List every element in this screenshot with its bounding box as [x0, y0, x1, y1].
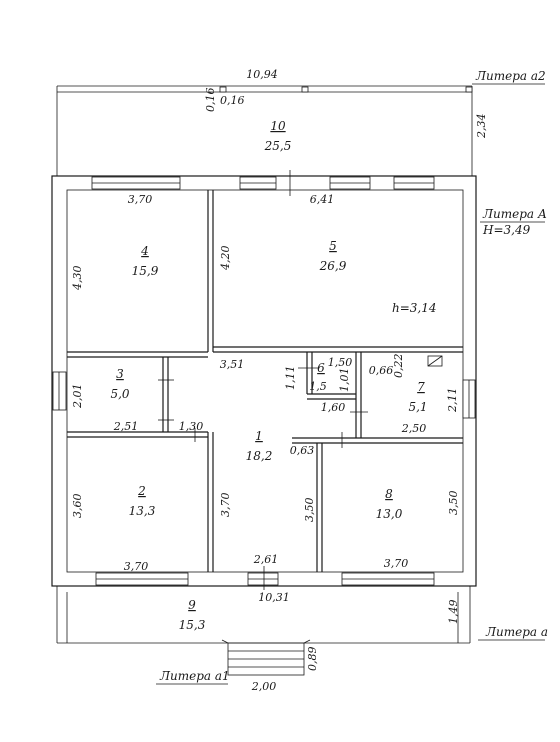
room-1-area: 18,2: [246, 449, 273, 463]
dim-room7-height: 2,11: [446, 388, 459, 414]
dim-room3-width: 2,51: [113, 420, 139, 433]
room-4-area: 15,9: [132, 264, 159, 278]
outer-wall: [51, 175, 477, 587]
dim-steps-width: 2,00: [251, 680, 277, 693]
room-10-number: 10: [270, 119, 286, 133]
dim-016-vertical: 0,16: [204, 88, 217, 113]
room-5-area: 26,9: [319, 259, 347, 273]
room-1-number: 1: [255, 429, 263, 443]
room-9-number: 9: [188, 598, 196, 612]
room-8-area: 13,0: [376, 507, 403, 521]
room-2-number: 2: [137, 484, 146, 498]
dim-160: 1,60: [321, 401, 346, 414]
dim-016-horizontal: 0,16: [220, 94, 245, 107]
side-windows: [52, 371, 476, 419]
room-8-number: 8: [385, 487, 393, 501]
room-3-number: 3: [116, 367, 124, 381]
dim-top-total: 10,94: [246, 68, 278, 81]
room-7-area: 5,1: [408, 400, 427, 414]
dim-room2-height: 3,60: [71, 494, 84, 519]
dim-111: 1,11: [284, 366, 297, 391]
dim-101: 1,01: [338, 368, 351, 393]
dim-terrace-height: 1,49: [447, 600, 460, 625]
litera-a: Литера а: [485, 625, 548, 639]
dim-room3-height: 2,01: [71, 384, 84, 410]
bottom-windows: [95, 572, 435, 586]
room-10-area: 25,5: [264, 139, 292, 153]
room-6-number: 6: [317, 361, 325, 375]
litera-A-height: H=3,49: [482, 223, 531, 237]
dim-steps-depth: 0,89: [306, 647, 319, 672]
room-5-number: 5: [329, 239, 337, 253]
dim-room8-width: 3,70: [384, 557, 409, 570]
room-3-area: 5,0: [110, 387, 129, 401]
dim-066: 0,66: [369, 364, 394, 377]
dim-room5-height: 4,20: [219, 246, 232, 272]
litera-a2: Литера а2: [475, 69, 546, 83]
dim-063: 0,63: [290, 444, 315, 457]
litera-captions: Литера а2 Литера А H=3,49 Литера а Литер…: [156, 69, 548, 685]
dim-022: 0,22: [392, 354, 405, 379]
dim-150-top: 1,50: [328, 356, 353, 369]
interior-walls: [67, 170, 463, 590]
steps-a1: [221, 639, 311, 676]
dimensions: 10,94 0,16 0,16 2,34 3,70 6,41 4,30 4,20…: [71, 68, 488, 693]
dim-room1-height: 3,70: [219, 493, 232, 518]
terrace-a2: [56, 85, 473, 176]
dim-room7-width: 2,50: [401, 422, 427, 435]
top-windows: [91, 176, 435, 190]
room-7-number: 7: [417, 380, 425, 394]
dim-15: 1,5: [309, 380, 327, 393]
dim-room4-height: 4,30: [71, 266, 84, 292]
room-labels: 10 25,5 4 15,9 5 26,9 3 5,0 6 7 5,1 1 18…: [110, 119, 427, 632]
litera-a1: Литера а1: [159, 669, 230, 683]
dim-room4-width: 3,70: [128, 193, 153, 206]
dim-261: 2,61: [253, 553, 279, 566]
dim-right-234: 2,34: [475, 114, 488, 140]
room-5-ceiling-height: h=3,14: [392, 301, 437, 315]
dim-room8-height: 3,50: [447, 491, 460, 516]
room-9-area: 15,3: [179, 618, 206, 632]
inner-wall-outline: [66, 189, 464, 573]
dim-bottom-total: 10,31: [258, 591, 290, 604]
dim-350-mid: 3,50: [303, 498, 316, 523]
litera-A: Литера А: [482, 207, 547, 221]
room-4-number: 4: [140, 244, 149, 258]
dim-room5-width: 6,41: [310, 193, 335, 206]
dim-room2-width: 3,70: [124, 560, 149, 573]
dim-351: 3,51: [220, 358, 245, 371]
dim-130: 1,30: [179, 420, 204, 433]
room-2-area: 13,3: [129, 504, 156, 518]
